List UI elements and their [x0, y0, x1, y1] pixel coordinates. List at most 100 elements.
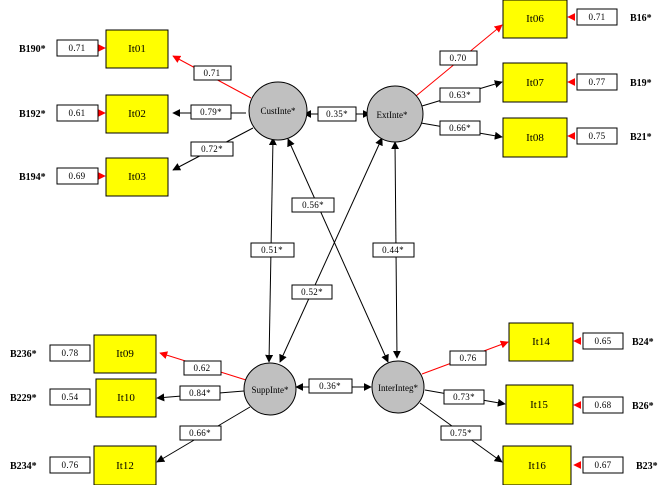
corr-label-cust-inter: 0.56* — [291, 197, 335, 213]
error-value-it10-text: 0.54 — [62, 392, 79, 402]
error-value-it07: 0.77 — [576, 73, 618, 91]
loading-label-ext-it07: 0.63* — [439, 87, 481, 103]
loading-label-inter-it16-text: 0.75* — [450, 428, 472, 438]
loading-label-cust-it01: 0.71 — [193, 65, 232, 81]
loading-label-inter-it15-text: 0.73* — [453, 392, 475, 402]
item-it06: It06 — [502, 0, 568, 39]
loading-label-ext-it08-text: 0.66* — [449, 123, 471, 133]
error-name-it08: B21* — [630, 132, 652, 143]
item-it12: It12 — [93, 445, 157, 485]
corr-label-supp-inter: 0.36* — [308, 378, 353, 394]
error-name-it01: B190* — [19, 44, 46, 55]
error-value-it12: 0.76 — [49, 456, 91, 474]
item-it03: It03 — [105, 157, 169, 197]
construct-suppinte: SuppInte* — [243, 362, 297, 416]
loading-label-supp-it12: 0.66* — [179, 425, 222, 441]
loading-label-inter-it14-text: 0.76 — [460, 353, 477, 363]
error-value-it12-text: 0.76 — [62, 460, 79, 470]
error-value-it06: 0.71 — [576, 8, 618, 26]
error-value-it09-text: 0.78 — [62, 348, 79, 358]
item-it16: It16 — [502, 445, 572, 485]
error-name-it12: B234* — [10, 461, 37, 472]
loading-label-cust-it03-text: 0.72* — [201, 144, 223, 154]
item-it06-label: It06 — [526, 13, 544, 25]
item-it14: It14 — [508, 322, 574, 362]
error-name-it15: B26* — [632, 401, 654, 412]
error-value-it01: 0.71 — [56, 39, 99, 57]
item-it01-label: It01 — [128, 43, 146, 55]
loading-label-cust-it02: 0.79* — [190, 104, 232, 120]
error-value-it06-text: 0.71 — [589, 12, 606, 22]
error-value-it08-text: 0.75 — [589, 131, 606, 141]
loading-label-supp-it09-text: 0.62 — [194, 363, 211, 373]
construct-custinte: CustInte* — [248, 81, 308, 141]
item-it15-label: It15 — [530, 399, 548, 411]
error-value-it07-text: 0.77 — [589, 77, 606, 87]
item-it08-label: It08 — [526, 132, 544, 144]
construct-custinte-label: CustInte* — [261, 106, 296, 116]
item-it12-label: It12 — [116, 460, 134, 472]
error-value-it15: 0.68 — [582, 396, 624, 414]
error-value-it09: 0.78 — [49, 344, 91, 362]
error-value-it02-text: 0.61 — [69, 108, 86, 118]
loading-label-ext-it06: 0.70 — [439, 50, 478, 66]
error-value-it14-text: 0.65 — [595, 336, 612, 346]
corr-label-cust-supp: 0.51* — [250, 242, 295, 258]
loading-label-supp-it09: 0.62 — [183, 360, 222, 376]
loading-label-inter-it15: 0.73* — [443, 389, 485, 405]
error-name-it10: B229* — [10, 393, 37, 404]
item-it03-label: It03 — [128, 171, 146, 183]
error-value-it02: 0.61 — [56, 104, 99, 122]
corr-label-cust-supp-text: 0.51* — [261, 245, 283, 255]
item-it08: It08 — [502, 117, 568, 158]
construct-interinteg-label: InterInteg* — [378, 383, 418, 393]
corr-label-ext-supp: 0.52* — [291, 284, 333, 300]
corr-label-cust-inter-text: 0.56* — [302, 200, 324, 210]
item-it15: It15 — [505, 384, 574, 425]
error-value-it16: 0.67 — [582, 456, 624, 474]
item-it10: It10 — [95, 378, 157, 418]
item-it01: It01 — [105, 29, 169, 69]
error-name-it09: B236* — [10, 349, 37, 360]
loading-label-ext-it08: 0.66* — [439, 120, 481, 136]
loading-label-ext-it07-text: 0.63* — [449, 90, 471, 100]
corr-label-supp-inter-text: 0.36* — [319, 381, 341, 391]
item-it09: It09 — [93, 334, 157, 374]
error-value-it03-text: 0.69 — [69, 171, 86, 181]
loading-label-cust-it03: 0.72* — [190, 141, 234, 157]
loading-label-ext-it06-text: 0.70 — [450, 53, 467, 63]
corr-label-ext-supp-text: 0.52* — [301, 287, 323, 297]
error-name-it16: B23* — [636, 461, 658, 472]
item-it02-label: It02 — [128, 108, 146, 120]
construct-suppinte-label: SuppInte* — [252, 385, 289, 395]
error-value-it14: 0.65 — [582, 332, 624, 350]
item-it16-label: It16 — [528, 460, 546, 472]
error-value-it15-text: 0.68 — [595, 400, 612, 410]
item-it02: It02 — [105, 94, 169, 134]
item-it14-label: It14 — [532, 336, 550, 348]
error-value-it01-text: 0.71 — [69, 43, 86, 53]
construct-extinte-label: ExtInte* — [377, 110, 408, 120]
item-it09-label: It09 — [116, 348, 134, 360]
error-name-it14: B24* — [632, 337, 654, 348]
corr-line-ext-supp — [279, 137, 383, 363]
error-value-it08: 0.75 — [576, 127, 618, 145]
corr-label-ext-inter-text: 0.44* — [382, 245, 404, 255]
loading-label-supp-it10-text: 0.84* — [189, 388, 211, 398]
loading-label-cust-it01-text: 0.71 — [204, 68, 221, 78]
corr-label-cust-ext: 0.35* — [317, 106, 357, 122]
error-value-it10: 0.54 — [49, 388, 91, 406]
item-it07-label: It07 — [526, 77, 544, 89]
error-value-it03: 0.69 — [56, 167, 99, 185]
construct-extinte: ExtInte* — [366, 85, 424, 143]
error-name-it06: B16* — [630, 13, 652, 24]
error-name-it02: B192* — [19, 109, 46, 120]
corr-label-ext-inter: 0.44* — [372, 242, 415, 258]
loading-label-supp-it10: 0.84* — [179, 385, 221, 401]
construct-interinteg: InterInteg* — [371, 360, 425, 414]
error-name-it07: B19* — [630, 78, 652, 89]
error-name-it03: B194* — [19, 172, 46, 183]
loading-label-inter-it16: 0.75* — [440, 425, 482, 441]
loading-label-inter-it14: 0.76 — [449, 350, 487, 366]
